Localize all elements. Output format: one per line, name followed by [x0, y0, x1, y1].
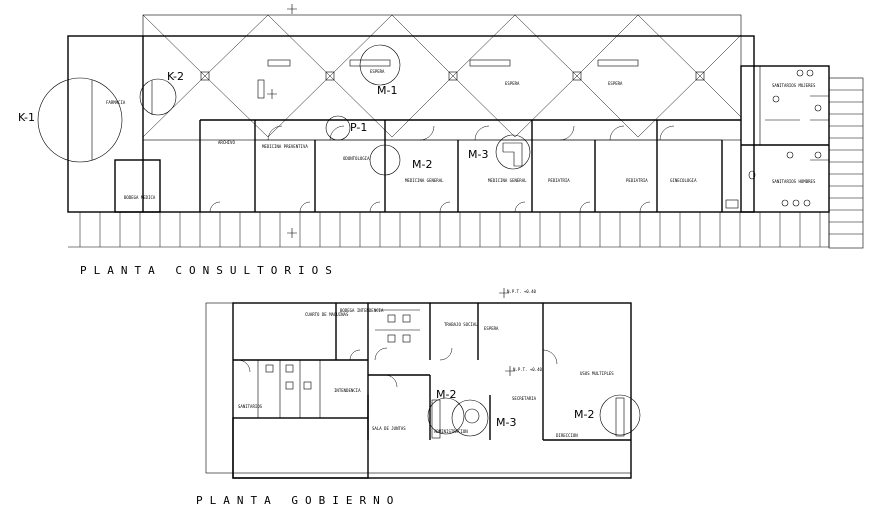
- marker-m2b: M-2: [574, 408, 594, 421]
- reception-desk-shape: [502, 142, 523, 167]
- plan-title-gobierno: PLANTA GOBIERNO: [196, 494, 400, 507]
- marker-m2a: M-2: [436, 388, 456, 401]
- level-mark-1: N.P.T. +0.40: [507, 289, 536, 294]
- room-sala-juntas: SALA DE JUNTAS: [372, 426, 406, 431]
- stairs-right: [828, 77, 864, 249]
- plan-title-consultorios: PLANTA CONSULTORIOS: [80, 264, 339, 277]
- direccion-table: [615, 397, 625, 437]
- room-odontologia: ODONTOLOGIA: [343, 156, 370, 161]
- marker-k2: K-2: [167, 70, 184, 83]
- colonnade-strip: [68, 211, 830, 248]
- marker-k1: K-1: [18, 111, 35, 124]
- level-mark-2: N.P.T. +0.40: [513, 367, 542, 372]
- gobierno-doors: [237, 347, 558, 388]
- room-sanitarios-hombres: SANITARIOS HOMBRES: [772, 179, 816, 184]
- room-medicina-general-1: MEDICINA GENERAL: [405, 178, 444, 183]
- room-medicina-preventiva: MEDICINA PREVENTIVA: [262, 144, 308, 149]
- room-pediatria-2: PEDIATRIA: [626, 178, 648, 183]
- room-sanitarios-mujeres: SANITARIOS MUJERES: [772, 83, 816, 88]
- m1-detail-circle: [359, 44, 401, 86]
- room-bodega-intendencia: BODEGA INTENDENCIA: [340, 308, 384, 313]
- gobierno-outer-wall: [232, 302, 632, 479]
- room-medicina-general-2: MEDICINA GENERAL: [488, 178, 527, 183]
- secretaria-desk: [464, 408, 480, 424]
- sala-juntas-table: [431, 399, 441, 439]
- room-bodega-medica: BODEGA MEDICA: [124, 195, 156, 200]
- m2-detail-circle: [369, 144, 401, 176]
- gobierno-annex: [232, 417, 369, 479]
- room-usos-multiples: USOS MULTIPLES: [580, 371, 614, 376]
- gobierno-plan: M-2 M-3 M-2 CUARTO DE MAQUINAS BODEGA IN…: [196, 288, 641, 507]
- waiting-chairs: [257, 59, 639, 99]
- roof-outline: [142, 14, 742, 141]
- room-intendencia: INTENDENCIA: [334, 388, 361, 393]
- marker-m3: M-3: [468, 148, 488, 161]
- room-direccion: DIRECCION: [556, 433, 578, 438]
- k2-detail-circle: [139, 78, 177, 116]
- marker-m1: M-1: [377, 84, 397, 97]
- level-crosses: [267, 4, 297, 238]
- gobierno-outline: [205, 302, 632, 474]
- p1-detail-circle: [325, 115, 351, 141]
- room-cuarto-maquinas: CUARTO DE MAQUINAS: [305, 312, 349, 317]
- room-sanitarios-gobierno: SANITARIOS: [238, 404, 263, 409]
- roof-diagonals: [142, 14, 742, 138]
- marker-m3g: M-3: [496, 416, 516, 429]
- room-espera-1: ESPERA: [370, 69, 385, 74]
- room-farmacia: FARMACIA: [106, 100, 126, 105]
- sanitarios-block: [725, 65, 830, 213]
- consultorios-plan: K-1 K-2 M-1 P-1 M-2 M-3 FARMACIA BODEGA …: [18, 4, 864, 277]
- room-administracion: ADMINISTRACION: [434, 429, 468, 434]
- room-secretaria: SECRETARIA: [512, 396, 537, 401]
- room-espera-gobierno: ESPERA: [484, 326, 499, 331]
- room-espera-3: ESPERA: [608, 81, 623, 86]
- marker-m2: M-2: [412, 158, 432, 171]
- room-pediatria-1: PEDIATRIA: [548, 178, 570, 183]
- gobierno-fixtures: [265, 314, 411, 390]
- door-swings: [209, 125, 675, 213]
- room-trabajo-social: TRABAJO SOCIAL: [444, 322, 478, 327]
- roof-columns: [200, 71, 705, 81]
- k1-detail-circle: [37, 77, 123, 163]
- bodega-medica-walls: [114, 159, 161, 213]
- level-cross-2: [505, 366, 515, 376]
- room-archivo: ARCHIVO: [218, 140, 235, 145]
- consultorio-walls: [199, 119, 741, 212]
- m2b-detail-circle: [599, 394, 641, 436]
- m3-detail-circle: [495, 134, 531, 170]
- level-cross-1: [499, 288, 509, 298]
- m2a-detail-circle: [427, 397, 465, 435]
- m3g-detail-circle: [451, 399, 489, 437]
- marker-p1: P-1: [350, 121, 367, 134]
- room-ginecologia: GINECOLOGIA: [670, 178, 697, 183]
- room-espera-2: ESPERA: [505, 81, 520, 86]
